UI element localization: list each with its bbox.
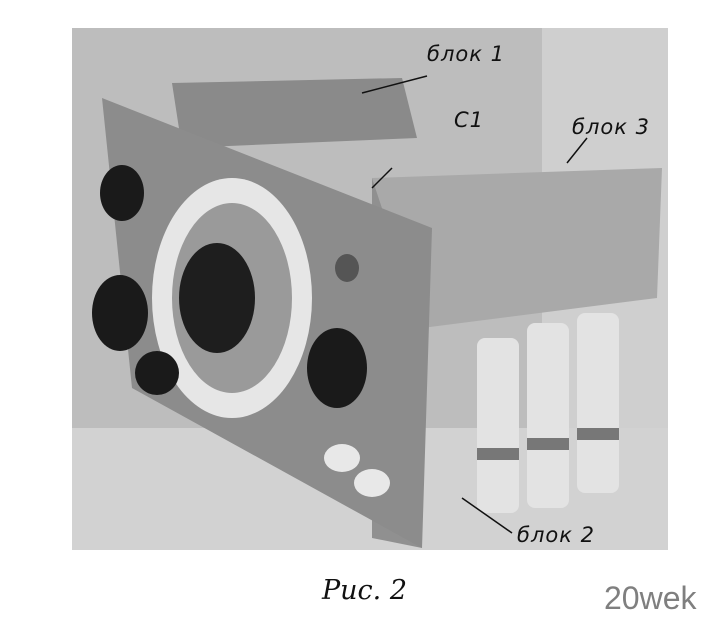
label-block-1: блок 1 xyxy=(427,42,505,66)
watermark: 20wek xyxy=(604,580,697,616)
radio-device-illustration xyxy=(72,28,668,550)
label-block-2: блок 2 xyxy=(517,523,595,547)
label-block-3: блок 3 xyxy=(572,115,650,139)
label-c1: C1 xyxy=(454,108,485,132)
device-photo: блок 1 C1 блок 3 блок 2 xyxy=(72,28,668,550)
figure-caption: Рис. 2 xyxy=(322,575,408,606)
